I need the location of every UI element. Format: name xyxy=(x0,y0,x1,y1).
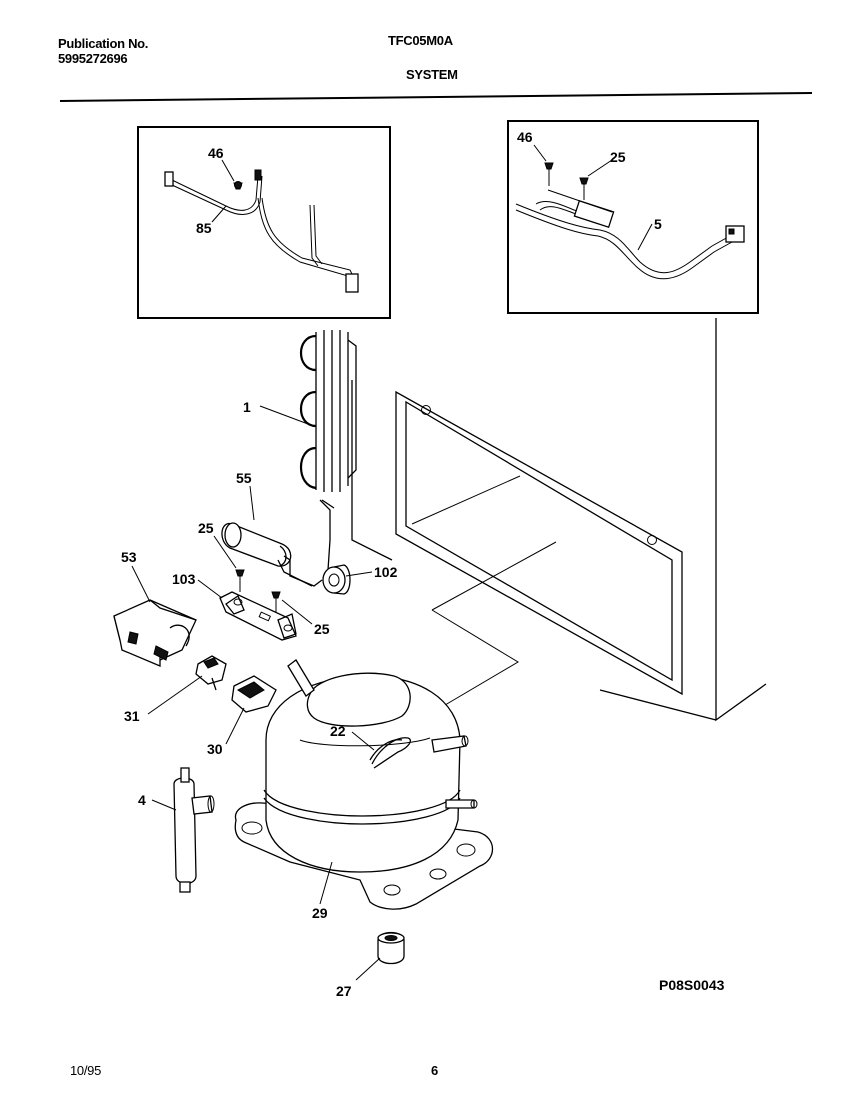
callout-55: 55 xyxy=(236,470,252,486)
callout-4: 4 xyxy=(138,792,146,808)
publication-label: Publication No. xyxy=(58,36,149,51)
drawing-code: P08S0043 xyxy=(659,977,725,993)
publication-number: 5995272696 xyxy=(58,51,128,66)
callout-53: 53 xyxy=(121,549,137,565)
callout-25-right: 25 xyxy=(610,149,626,165)
callout-25-lower: 25 xyxy=(314,621,330,637)
capacitor-assembly: 55 25 103 25 102 xyxy=(172,470,398,641)
callout-25-upper: 25 xyxy=(198,520,214,536)
inset-right: 46 25 5 xyxy=(507,120,759,314)
compressor: 22 29 xyxy=(234,659,494,921)
inset-left: 46 85 xyxy=(137,126,391,319)
callout-31: 31 xyxy=(124,708,140,724)
terminal-cover: 30 xyxy=(207,675,277,757)
drier: 4 xyxy=(138,767,215,893)
header-rule xyxy=(59,92,813,102)
callout-29: 29 xyxy=(312,905,328,921)
callout-22: 22 xyxy=(330,723,346,739)
mounting-grommet: 27 xyxy=(336,931,405,999)
footer-date: 10/95 xyxy=(70,1063,102,1078)
callout-1: 1 xyxy=(243,399,251,415)
callout-102: 102 xyxy=(374,564,398,580)
overload-clip: 31 xyxy=(124,655,227,724)
model-number: TFC05M0A xyxy=(388,33,453,48)
footer-page: 6 xyxy=(431,1063,438,1078)
callout-85: 85 xyxy=(196,220,212,236)
callout-27: 27 xyxy=(336,983,352,999)
cabinet-outline xyxy=(351,318,767,722)
relay: 53 xyxy=(113,549,197,667)
callout-46-right: 46 xyxy=(517,129,533,145)
callout-5: 5 xyxy=(654,216,662,232)
section-title: SYSTEM xyxy=(406,67,458,82)
callout-30: 30 xyxy=(207,741,223,757)
callout-103: 103 xyxy=(172,571,196,587)
callout-46-left: 46 xyxy=(208,145,224,161)
